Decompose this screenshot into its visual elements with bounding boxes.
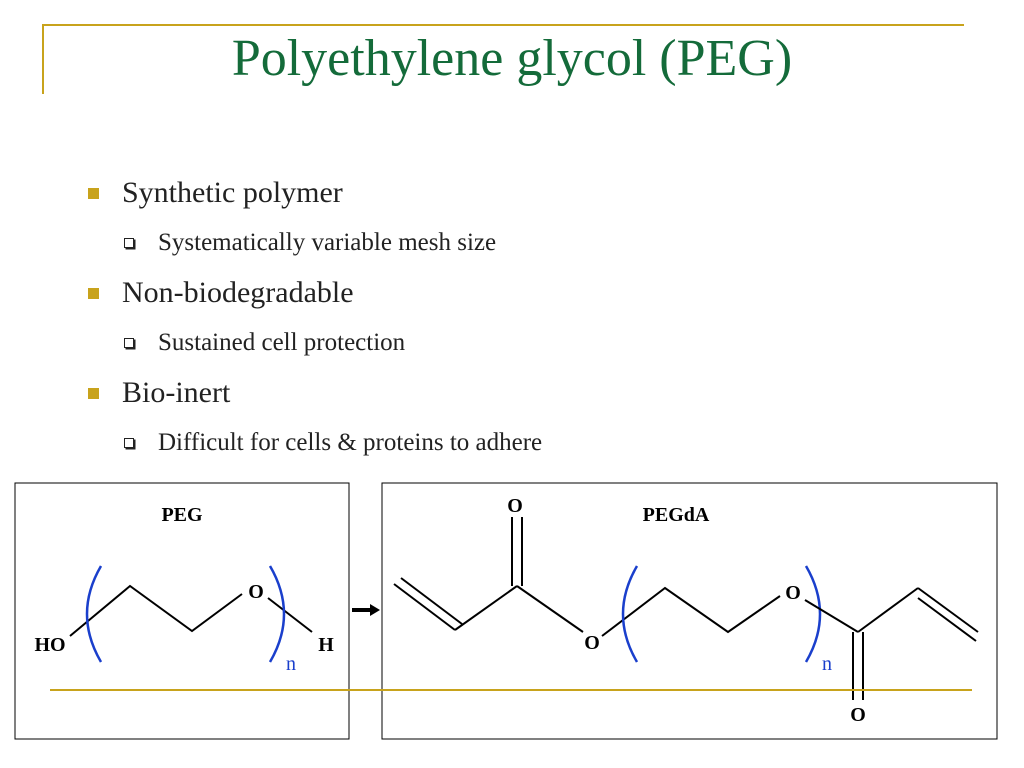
pegda-repeat-n: n	[822, 653, 832, 675]
title-frame-top	[42, 24, 964, 26]
hollow-square-bullet-icon	[124, 338, 134, 348]
sub-bullet-item: Difficult for cells & proteins to adhere	[80, 416, 980, 470]
bullet-text: Non-biodegradable	[122, 276, 354, 309]
sub-bullet-item: Systematically variable mesh size	[80, 216, 980, 270]
peg-h-label: H	[318, 634, 334, 656]
pegda-bracket-left	[621, 565, 639, 663]
bullet-item: Synthetic polymer	[80, 170, 980, 216]
sub-bullet-text: Sustained cell protection	[158, 329, 406, 356]
title-frame-left	[42, 24, 44, 94]
peg-ho-label: HO	[34, 634, 65, 656]
bullet-text: Synthetic polymer	[122, 176, 343, 209]
square-bullet-icon	[88, 288, 99, 299]
peg-repeat-n: n	[286, 653, 296, 675]
bullet-text: Bio-inert	[122, 376, 231, 409]
pegda-carbonyl-o-bottom: O	[850, 704, 866, 726]
peg-oh-bond	[267, 597, 313, 633]
pegda-chain-bonds	[601, 586, 781, 637]
peg-bracket-right	[268, 565, 286, 663]
sub-bullet-item: Sustained cell protection	[80, 316, 980, 370]
slide-title: Polyethylene glycol (PEG)	[231, 30, 793, 87]
bullet-list: Synthetic polymer Systematically variabl…	[80, 170, 980, 470]
right-arrow-icon	[352, 604, 380, 616]
pegda-box	[381, 482, 998, 740]
pegda-right-acrylate-bonds	[804, 587, 979, 700]
peg-chain-bonds	[69, 584, 243, 637]
peg-o-label: O	[248, 581, 264, 603]
pegda-ether-o-right: O	[785, 582, 801, 604]
bullet-item: Non-biodegradable	[80, 270, 980, 316]
pegda-carbonyl-o-top: O	[507, 495, 523, 517]
pegda-bracket-right	[804, 565, 822, 663]
peg-bracket-left	[85, 565, 103, 663]
pegda-ester-o-left: O	[584, 632, 600, 654]
hollow-square-bullet-icon	[124, 438, 134, 448]
peg-title: PEG	[161, 504, 203, 526]
hollow-square-bullet-icon	[124, 238, 134, 248]
peg-box	[14, 482, 350, 740]
pegda-left-acrylate-bonds	[393, 517, 584, 633]
bullet-item: Bio-inert	[80, 370, 980, 416]
pegda-title: PEGdA	[643, 504, 710, 526]
square-bullet-icon	[88, 188, 99, 199]
sub-bullet-text: Systematically variable mesh size	[158, 229, 497, 256]
square-bullet-icon	[88, 388, 99, 399]
sub-bullet-text: Difficult for cells & proteins to adhere	[158, 429, 543, 456]
